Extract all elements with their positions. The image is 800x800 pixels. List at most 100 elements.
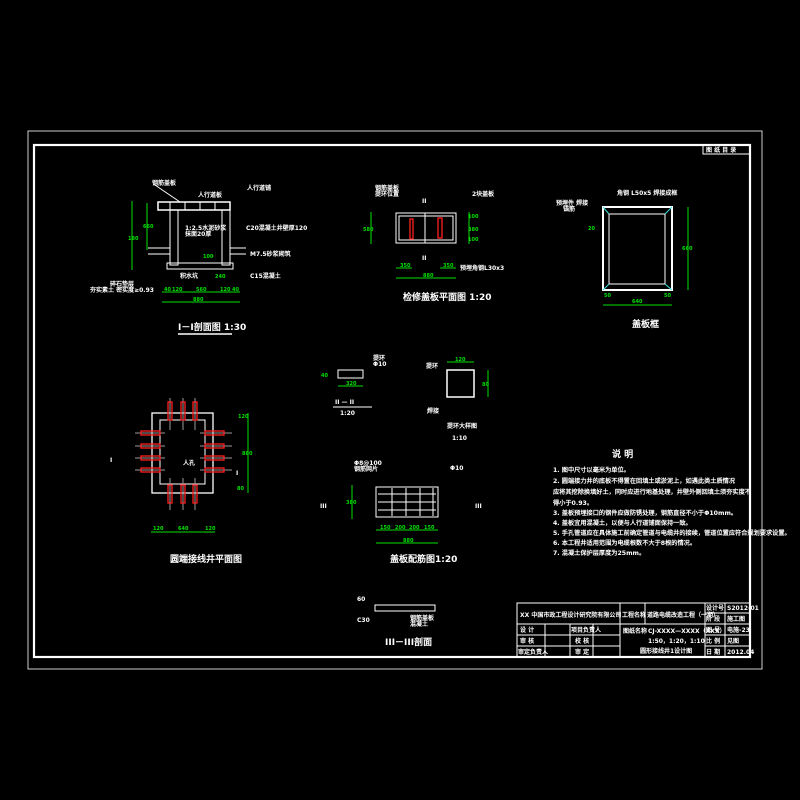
drawing-line: [395, 212, 457, 244]
drawing-label: II: [422, 255, 426, 262]
drawing-label: 200: [395, 525, 406, 531]
drawing-label: I: [236, 470, 238, 477]
drawing-label: 120: [238, 414, 249, 420]
drawing-label: 1:10: [452, 435, 467, 442]
drawing-label: Φ8@100: [354, 460, 382, 467]
drawing-label: XX 中国市政工程设计研究院有限公司: [520, 611, 621, 619]
drawing-label: 320: [346, 381, 357, 387]
cover-plan-view: 350 350 880 580 100 380 100 钢筋盖板 提环位置 2块…: [363, 184, 504, 303]
drawing-label: 图纸名称: [623, 627, 647, 635]
drawing-label: 人孔: [183, 459, 195, 467]
drawing-label: 项目负责人: [571, 626, 602, 634]
drawing-line: [409, 218, 414, 240]
drawing-line: [374, 604, 436, 612]
drawing-label: C30: [357, 617, 370, 624]
drawing-label: 设 计: [520, 626, 534, 634]
conduit-pipe: [204, 430, 225, 436]
drawing-line: [664, 206, 673, 215]
conduit-pipe: [192, 401, 198, 421]
drawing-label: 锚筋: [563, 205, 575, 213]
drawing-label: S2012-01: [727, 605, 759, 612]
drawing-label: 80: [237, 486, 244, 492]
section-1-title: I－I剖面图 1:30: [178, 321, 246, 333]
drawing-label: 560: [196, 287, 207, 293]
drawing-label: 校 核: [575, 637, 589, 645]
drawing-label: 80: [482, 382, 489, 388]
drawing-label: 2012.04: [727, 649, 754, 656]
drawing-label: 2. 圆端接力井的底板不得置在回填土或淤泥上，如遇此类土质情况: [553, 477, 736, 485]
drawing-label: 100: [203, 254, 214, 260]
drawing-label: 60: [357, 596, 365, 603]
drawing-label: C20混凝土井壁厚120: [246, 224, 307, 232]
drawing-line: [166, 262, 234, 270]
drawing-label: 道路电缆改造工程（一期）: [647, 611, 719, 619]
drawing-line: [602, 283, 610, 291]
drawing-label: 3. 盖板预埋接口的钢件应做防锈处理，钢筋直径不小于Φ10mm。: [553, 509, 737, 517]
drawing-label: III: [320, 503, 327, 510]
drawing-label: 施工图: [727, 615, 745, 623]
drawing-label: 7. 混凝土保护层厚度为25mm。: [553, 549, 645, 557]
drawing-label: 200: [409, 525, 420, 531]
drawing-label: 日 期: [706, 648, 720, 656]
conduit-pipe: [140, 443, 161, 449]
drawing-label: 880: [193, 297, 204, 303]
drawing-label: 钢筋盖板: [152, 179, 177, 187]
drawing-line: [516, 602, 751, 658]
outer-frame: [27, 130, 763, 670]
drawing-label: 40: [321, 373, 328, 379]
drawing-label: 5. 手孔管道应在具体施工前确定管道与电缆井的接续，管道位置应符合规划要求设置。: [553, 529, 791, 537]
drawing-label: 预埋件 焊接: [556, 199, 588, 207]
cover-section-view: 150 200 200 150 880 380 Φ8@100 钢筋网片 Φ10 …: [320, 460, 482, 565]
drawing-label: 380: [346, 500, 357, 506]
drawing-label: 50: [664, 293, 671, 299]
drawing-line: [169, 209, 179, 266]
drawing-label: 应将其挖除换填好土，同时应进行地基处理，井壁外侧回填土须夯实度不: [553, 488, 752, 496]
drawing-label: 120: [220, 287, 231, 293]
drawing-line: [602, 206, 673, 291]
drawing-label: 6. 本工程井适用范围为电缆根数不大于8根的情况。: [553, 539, 696, 547]
drawing-label: 碎石垫层: [110, 280, 134, 288]
drawing-label: Φ10: [373, 361, 386, 368]
notes-title: 说 明: [612, 448, 633, 460]
drawing-label: 1:2.5水泥砂浆: [185, 224, 227, 232]
title-block: XX 中国市政工程设计研究院有限公司 工程名称 道路电缆改造工程（一期） 设计号…: [516, 602, 759, 658]
drawing-label: Φ10: [450, 465, 463, 472]
drawing-line: [608, 213, 666, 285]
drawing-label: 1:50，1:20，1:10: [648, 638, 705, 645]
section-3-view: 60 C30 钢筋盖板 混凝土 III－III剖面: [357, 596, 436, 648]
drawing-line: [154, 184, 181, 203]
drawing-line: [157, 201, 231, 211]
section-3-title: III－III剖面: [385, 636, 432, 648]
drawing-label: 350: [443, 263, 454, 269]
corner-tag-box: [702, 144, 751, 155]
drawing-label: 抹面20厚: [185, 230, 211, 238]
drawing-label: 提环: [426, 362, 438, 370]
notes-block: 说 明 1. 图中尺寸以毫米为单位。 2. 圆端接力井的底板不得置在回填土或淤泥…: [552, 448, 791, 557]
drawing-label: 角钢 L50x5 焊接成框: [617, 189, 677, 197]
drawing-label: 审定负责人: [518, 648, 549, 656]
drawing-line: [602, 206, 610, 215]
cover-section-title: 盖板配筋图1:20: [390, 553, 457, 565]
drawing-label: 提环位置: [375, 190, 399, 198]
drawing-label: 图 号: [706, 626, 720, 634]
drawing-label: 比 例: [706, 637, 720, 645]
drawing-label: 640: [632, 299, 643, 305]
section-1-view: 180 660 40 120 560 120 40 880 100 240 钢筋…: [89, 179, 307, 335]
conduit-pipe: [180, 484, 186, 504]
drawing-label: 150: [424, 525, 435, 531]
drawing-line: [398, 215, 454, 241]
drawing-label: 660: [682, 246, 693, 252]
drawing-label: 880: [242, 451, 253, 457]
drawing-label: 660: [143, 224, 154, 230]
drawing-label: 1:20: [340, 410, 355, 417]
drawing-label: 100: [468, 214, 479, 220]
drawing-label: 钢筋网片: [354, 465, 378, 473]
drawing-label: II — II: [335, 399, 354, 406]
drawing-label: 提环大样图: [447, 422, 477, 430]
drawing-label: II: [422, 198, 426, 205]
drawing-line: [337, 369, 364, 379]
section-2-view: 320 40 提环 Φ10 II — II 1:20: [321, 354, 386, 417]
drawing-label: 20: [588, 226, 595, 232]
